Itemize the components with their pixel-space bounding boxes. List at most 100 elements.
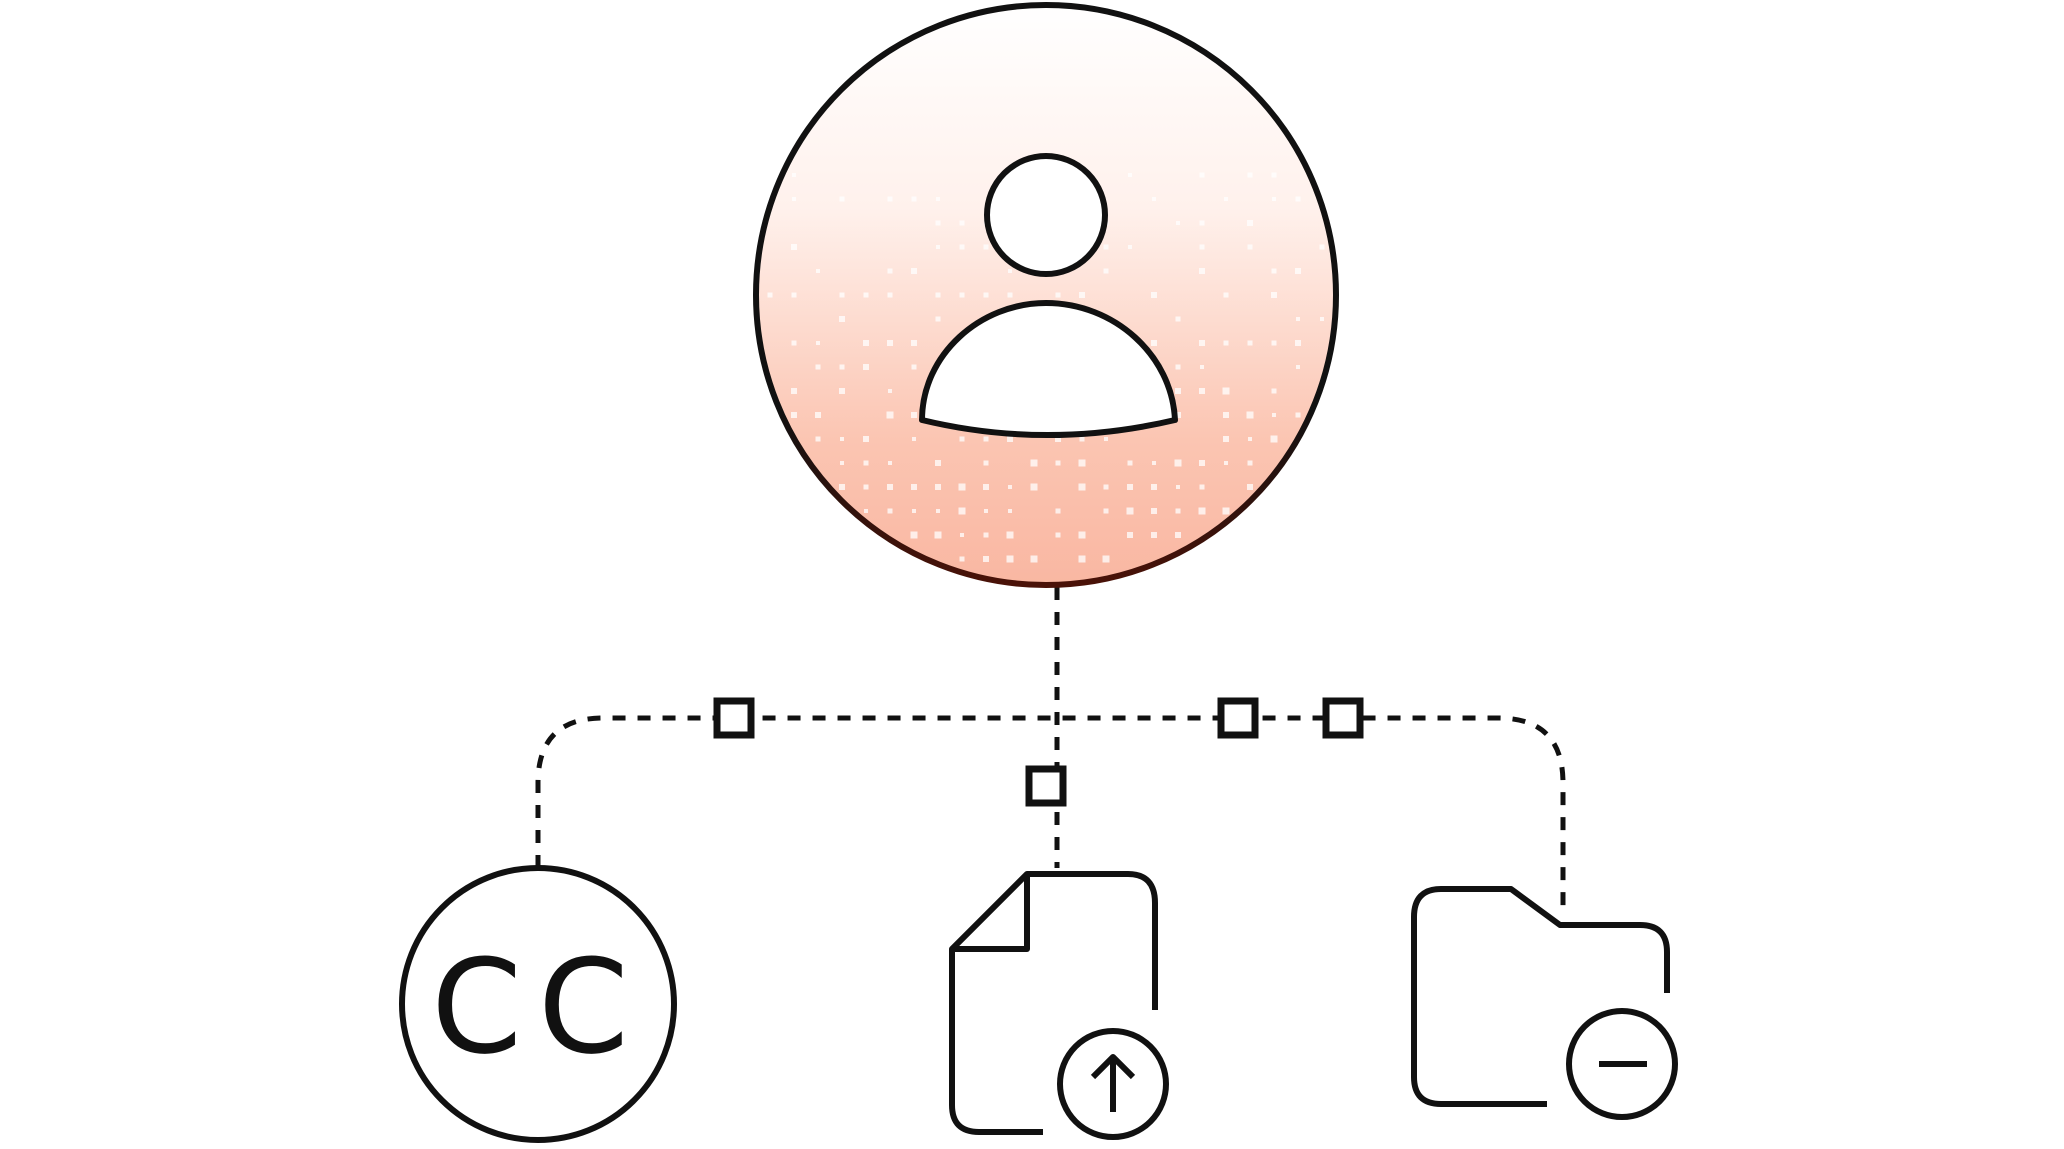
texture-dot bbox=[887, 196, 893, 202]
texture-dot bbox=[1102, 555, 1110, 563]
texture-dot bbox=[1295, 412, 1301, 418]
file-corner-fold bbox=[952, 874, 1030, 952]
texture-dot bbox=[958, 483, 966, 491]
texture-dot bbox=[1272, 197, 1276, 201]
texture-dot bbox=[1199, 460, 1205, 466]
texture-dot bbox=[1151, 340, 1157, 346]
texture-dot bbox=[839, 196, 845, 202]
texture-dot bbox=[983, 460, 989, 466]
file-upload-icon bbox=[949, 871, 1169, 1140]
texture-dot bbox=[1008, 269, 1012, 273]
texture-dot bbox=[1271, 340, 1277, 346]
texture-dot bbox=[1200, 365, 1204, 369]
texture-dot bbox=[1152, 197, 1156, 201]
texture-dot bbox=[840, 461, 844, 465]
texture-dot bbox=[1223, 292, 1229, 298]
texture-dot bbox=[863, 460, 869, 466]
texture-dot bbox=[935, 460, 941, 466]
texture-dot bbox=[936, 197, 940, 201]
texture-dot bbox=[1247, 244, 1253, 250]
texture-dot bbox=[912, 509, 916, 513]
texture-dot bbox=[983, 436, 989, 442]
texture-dot bbox=[1223, 412, 1229, 418]
folder-remove-icon bbox=[1411, 886, 1678, 1120]
texture-dot bbox=[863, 484, 869, 490]
texture-dot bbox=[934, 531, 942, 539]
file-outline bbox=[949, 871, 1158, 1135]
texture-dot bbox=[886, 411, 894, 419]
texture-dot bbox=[935, 292, 941, 298]
texture-dot bbox=[863, 292, 869, 298]
texture-dot bbox=[839, 316, 845, 322]
texture-dot bbox=[887, 484, 893, 490]
texture-dot bbox=[1247, 220, 1253, 226]
file-upload-node bbox=[949, 871, 1169, 1140]
texture-dot bbox=[864, 509, 868, 513]
texture-dot bbox=[912, 437, 916, 441]
texture-dot bbox=[1247, 460, 1253, 466]
texture-dot bbox=[1296, 365, 1300, 369]
texture-dot bbox=[1126, 507, 1134, 515]
texture-dot bbox=[1128, 173, 1132, 177]
texture-dot bbox=[1319, 244, 1325, 250]
texture-dot bbox=[1008, 485, 1012, 489]
texture-dot bbox=[1175, 364, 1181, 370]
texture-dot bbox=[1078, 459, 1086, 467]
texture-dot bbox=[816, 269, 820, 273]
texture-dot bbox=[959, 244, 965, 250]
texture-dot bbox=[1055, 292, 1061, 298]
texture-dot bbox=[815, 364, 821, 370]
texture-dot bbox=[1175, 412, 1181, 418]
texture-dot bbox=[887, 268, 893, 274]
texture-dot bbox=[1103, 508, 1109, 514]
connector-lines bbox=[535, 587, 1566, 915]
texture-dot bbox=[1104, 437, 1108, 441]
closed-captions-icon bbox=[399, 865, 677, 1143]
closed-captions-label: CC bbox=[431, 931, 645, 1083]
texture-dot bbox=[983, 532, 989, 538]
texture-dot bbox=[1246, 411, 1254, 419]
texture-dot bbox=[1006, 555, 1014, 563]
texture-dot bbox=[1127, 532, 1133, 538]
junction-square bbox=[713, 697, 755, 739]
texture-dot bbox=[1175, 532, 1181, 538]
texture-dot bbox=[935, 220, 941, 226]
texture-dot bbox=[791, 292, 797, 298]
texture-dot bbox=[887, 340, 893, 346]
texture-dot bbox=[1247, 340, 1253, 346]
texture-dot bbox=[910, 531, 918, 539]
texture-dot bbox=[911, 196, 917, 202]
junction-square bbox=[1217, 697, 1259, 739]
texture-dot bbox=[983, 244, 989, 250]
texture-dot bbox=[1055, 532, 1061, 538]
texture-dot bbox=[1055, 436, 1061, 442]
user-icon-head bbox=[984, 153, 1108, 277]
texture-dot bbox=[863, 364, 869, 370]
texture-dot bbox=[792, 197, 796, 201]
texture-dot bbox=[1175, 388, 1181, 394]
texture-dot bbox=[911, 268, 917, 274]
texture-dot bbox=[1320, 317, 1324, 321]
texture-dot bbox=[935, 316, 941, 322]
texture-dot bbox=[1247, 484, 1253, 490]
texture-dot bbox=[911, 484, 917, 490]
texture-dot bbox=[1176, 221, 1180, 225]
texture-dot bbox=[959, 556, 965, 562]
folder-outline bbox=[1411, 886, 1670, 1107]
texture-dot bbox=[815, 436, 821, 442]
texture-dot bbox=[1151, 484, 1157, 490]
texture-dot bbox=[1247, 172, 1253, 178]
user-icon-body bbox=[919, 300, 1178, 438]
texture-dot bbox=[791, 388, 797, 394]
texture-dot bbox=[1271, 292, 1277, 298]
texture-dot bbox=[1199, 172, 1205, 178]
texture-dot bbox=[767, 292, 773, 298]
user-node bbox=[753, 2, 1339, 588]
texture-dot bbox=[1055, 508, 1061, 514]
texture-dot bbox=[983, 292, 989, 298]
texture-dot bbox=[1174, 459, 1182, 467]
texture-dot bbox=[1007, 436, 1013, 442]
junction-markers bbox=[713, 697, 1364, 807]
texture-dot bbox=[1295, 268, 1301, 274]
